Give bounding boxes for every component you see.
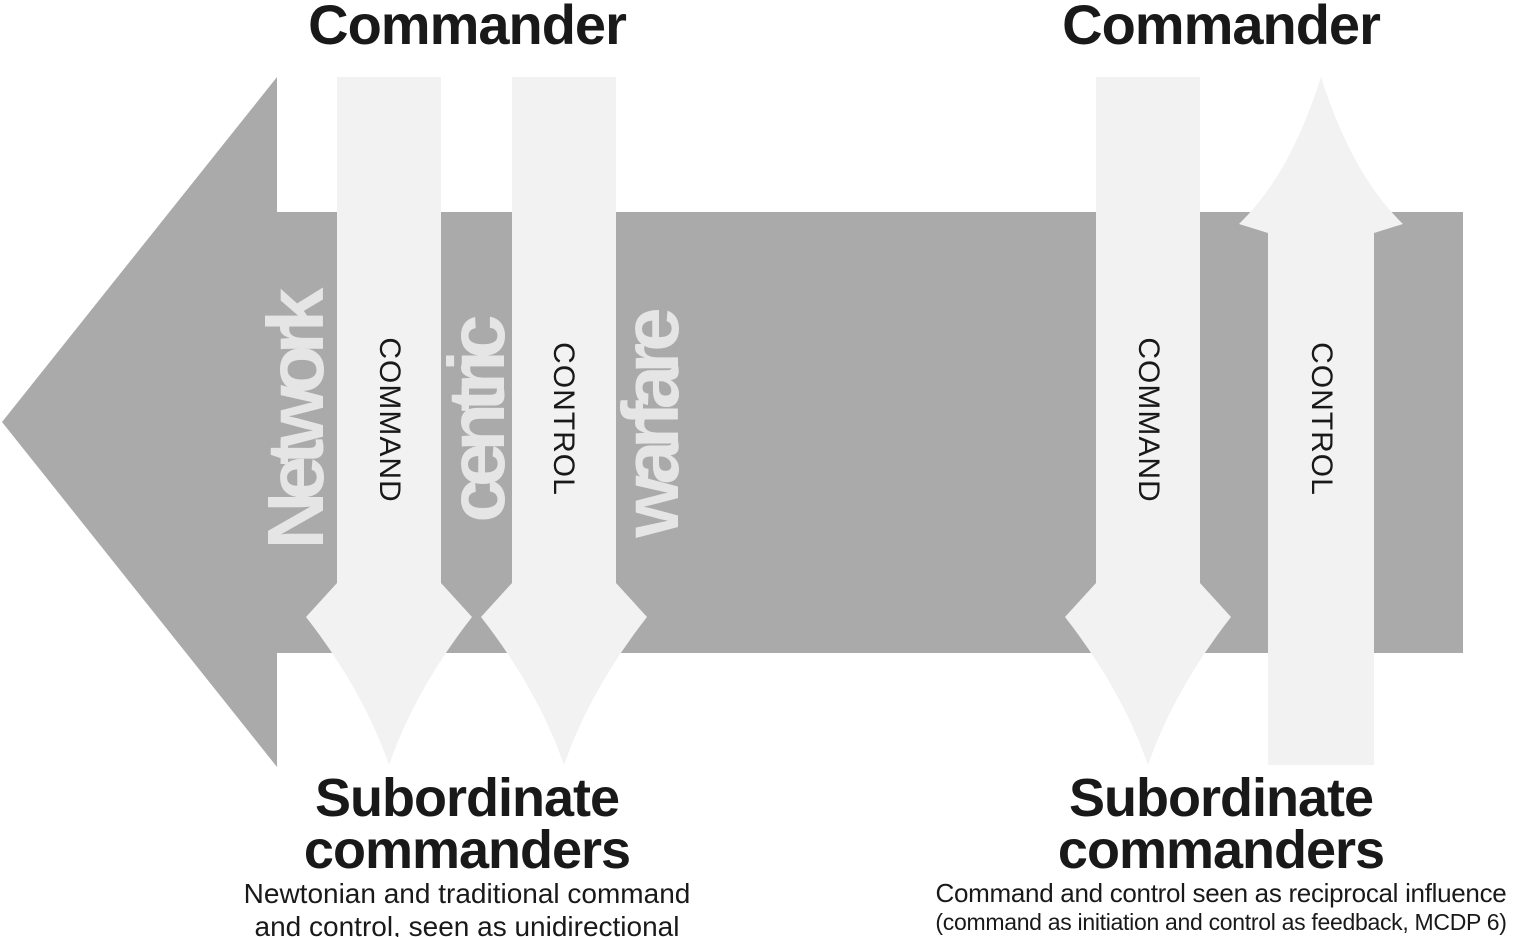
commander-title-left: Commander [308, 0, 627, 56]
command-arrow-label-right: COMMAND [1132, 337, 1165, 503]
control-down-arrow-left [481, 77, 647, 765]
commander-title-right: Commander [1062, 0, 1381, 56]
caption-right-line2: (command as initiation and control as fe… [935, 909, 1507, 935]
command-down-arrow-left [306, 77, 472, 765]
control-up-arrow-right [1239, 77, 1403, 765]
caption-right-line1: Command and control seen as reciprocal i… [935, 878, 1507, 908]
control-arrow-label-left: CONTROL [547, 342, 580, 496]
control-arrow-label-right: CONTROL [1305, 342, 1338, 496]
subordinate-line2-right: commanders [1057, 820, 1385, 880]
caption-right: Command and control seen as reciprocal i… [935, 877, 1506, 936]
caption-left: Newtonian and traditional command and co… [244, 877, 691, 937]
caption-left-line1: Newtonian and traditional command [243, 878, 691, 909]
caption-left-line2: and control, seen as unidirectional [254, 911, 680, 937]
subordinate-title-right: Subordinate commanders [1057, 768, 1385, 880]
subordinate-line2-left: commanders [303, 820, 631, 880]
subordinate-line1-right: Subordinate [1068, 768, 1374, 828]
subordinate-title-left: Subordinate commanders [303, 768, 631, 880]
command-down-arrow-right [1065, 77, 1231, 765]
subordinate-line1-left: Subordinate [314, 768, 620, 828]
command-arrow-label-left: COMMAND [373, 337, 406, 503]
